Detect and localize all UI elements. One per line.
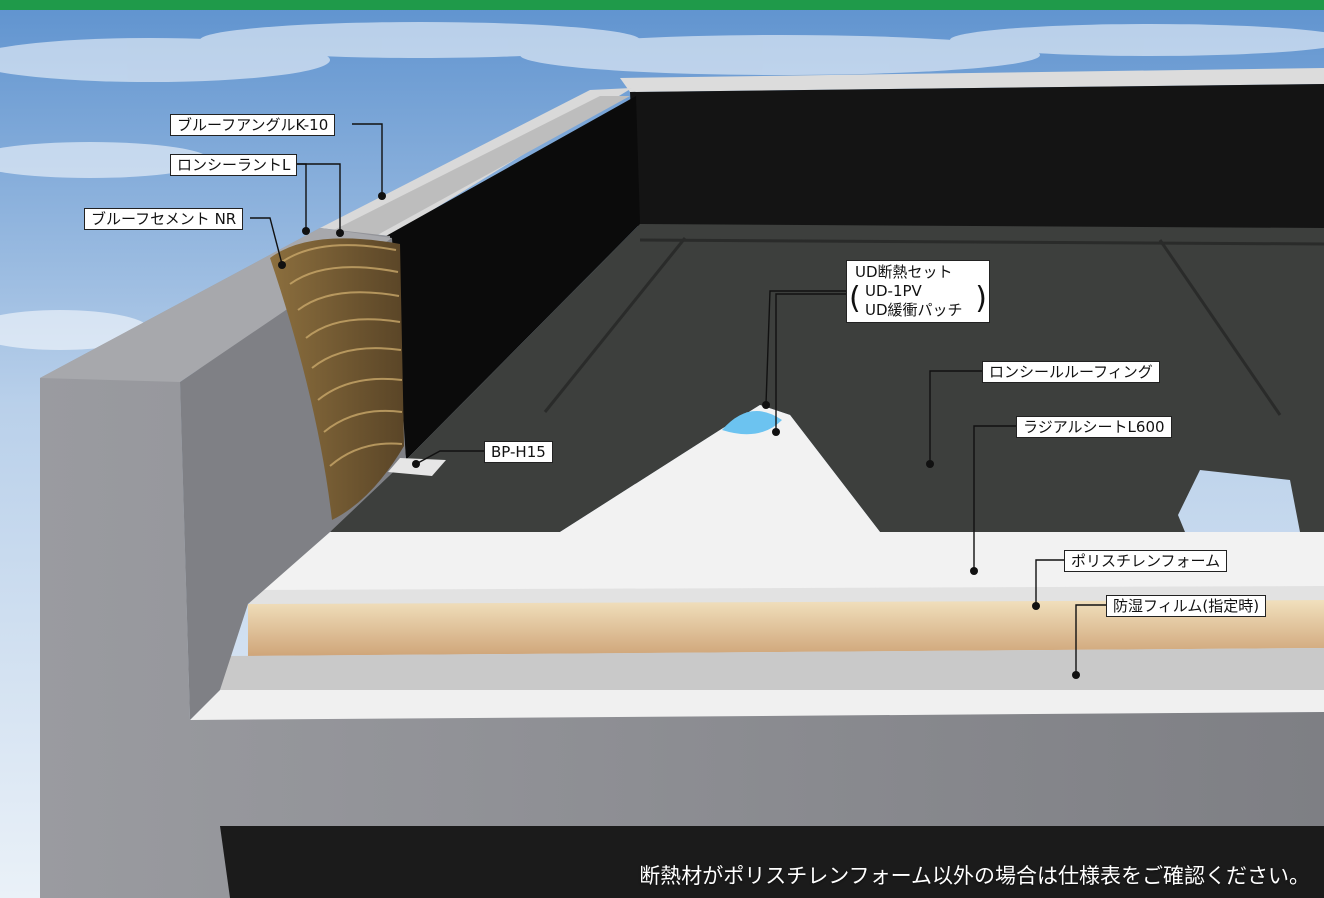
label-ud-insulation-set: UD断熱セット ( UD-1PV UD緩衝パッチ ) [846, 260, 990, 323]
top-banner-strip [0, 0, 1324, 10]
label-proof-cement: ブルーフセメント NR [84, 208, 244, 230]
leader-bp-h15 [415, 450, 484, 465]
membrane-seams [543, 237, 1324, 416]
cement-stripes [281, 244, 403, 467]
proof-angle-strip [330, 96, 630, 238]
leader-roofing [929, 370, 982, 463]
roofing-membrane [330, 224, 1324, 532]
ud-set-paren-open: ( [849, 281, 861, 316]
proof-cement-wrap [270, 238, 404, 520]
leader-radial [973, 425, 1016, 570]
back-wall [630, 84, 1324, 232]
leader-vapor [1075, 604, 1106, 674]
leader-lines [250, 123, 1106, 674]
label-polystyrene: ポリスチレンフォーム [1064, 550, 1228, 572]
label-proof-angle: ブルーフアングルK-10 [170, 114, 336, 136]
insulation-layer-white [250, 405, 1324, 600]
ud-set-line2: UD緩衝パッチ [865, 301, 963, 319]
ud-patch [722, 411, 782, 435]
label-vapor-film: 防湿フィルム(指定時) [1106, 595, 1267, 617]
label-bp-h15: BP-H15 [484, 441, 553, 463]
leader-polystyrene [1035, 559, 1064, 605]
insulation-top-edge [250, 586, 1324, 604]
leader-ud-b [775, 293, 846, 431]
side-wall-membrane [386, 96, 640, 460]
back-parapet-cap [620, 68, 1324, 92]
polystyrene-foam-layer [248, 600, 1324, 656]
ud-set-title: UD断熱セット [855, 263, 953, 281]
label-roofing: ロンシールルーフィング [982, 361, 1160, 383]
ud-set-paren-close: ) [975, 281, 987, 316]
ud-set-line1: UD-1PV [865, 282, 922, 300]
leader-dots [278, 192, 1080, 679]
footnote-text: 断熱材がポリスチレンフォーム以外の場合は仕様表をご確認ください。 [639, 864, 1310, 888]
vapor-film-layer [220, 648, 1324, 690]
label-radial-sheet: ラジアルシートL600 [1016, 416, 1172, 438]
left-parapet-block [40, 228, 1324, 898]
leader-proof-angle [352, 123, 383, 194]
leader-ud-a [765, 290, 846, 405]
leader-proof-cement [250, 217, 283, 265]
label-ronsealant: ロンシーラントL [170, 154, 298, 176]
lower-dark-panel [220, 826, 1324, 898]
leader-ronsealant-b [296, 163, 341, 232]
